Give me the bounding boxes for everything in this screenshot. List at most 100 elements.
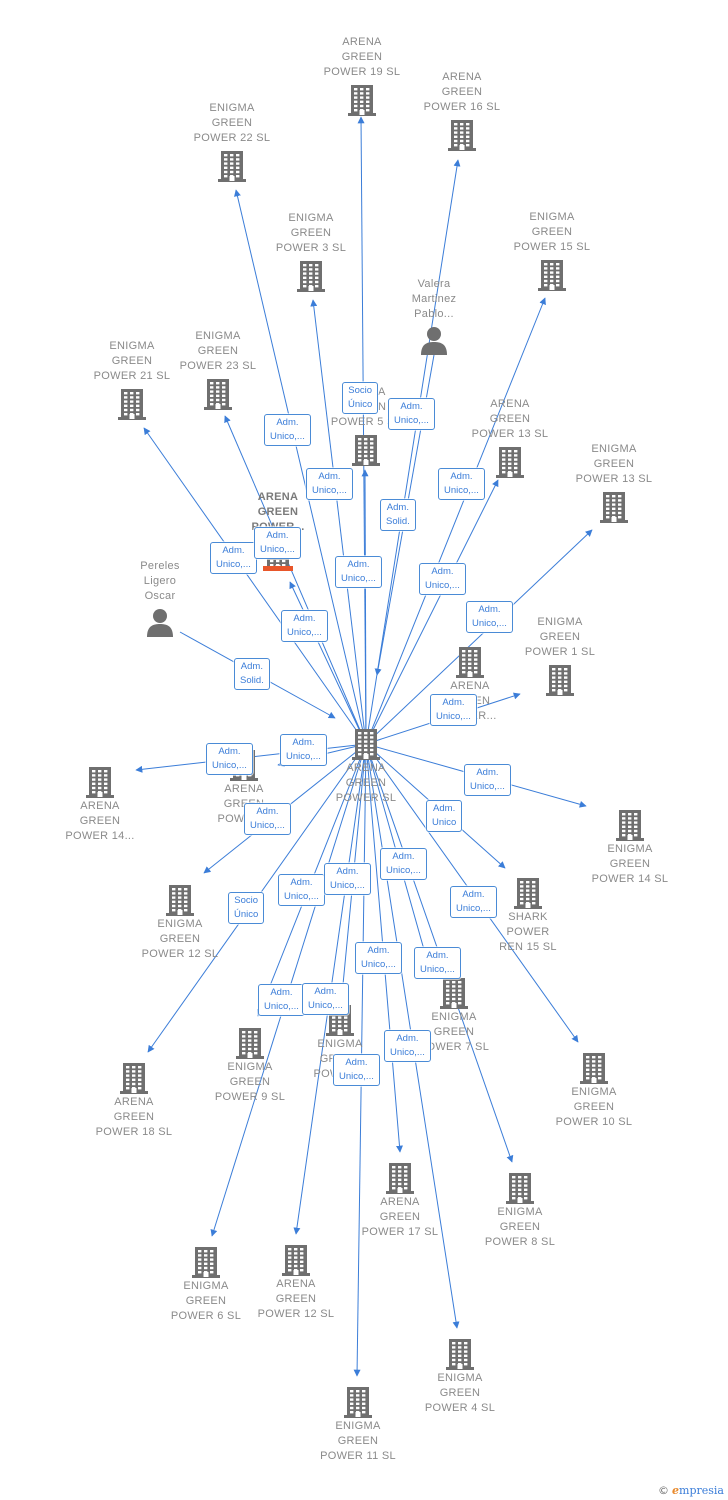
node-label: ARENA GREEN POWER 19 SL [323, 36, 401, 78]
node-label: Pereles Ligero Oscar [140, 560, 180, 602]
edge-label-eg15[interactable]: Adm. Unico,... [438, 468, 485, 500]
company-node-eg10[interactable]: ENIGMA GREEN POWER 10 SL [539, 1048, 649, 1130]
edge-center-ag5 [361, 469, 369, 745]
edge-label-center[interactable]: Adm. Solid. [380, 499, 416, 531]
building-icon [204, 379, 232, 410]
edge-center-agp [289, 581, 367, 745]
company-node-ag18[interactable]: ARENA GREEN POWER 18 SL [79, 1058, 189, 1140]
edge-label-eg22[interactable]: Adm. Unico,... [264, 414, 311, 446]
edge-label-ag16[interactable]: Adm. Unico,... [388, 398, 435, 430]
node-label: Valera Martinez Pablo... [411, 278, 457, 320]
company-node-ag13[interactable]: ARENA GREEN POWER 13 SL [455, 397, 565, 479]
edge-label-eg10[interactable]: Adm. Unico,... [450, 886, 497, 918]
building-icon [386, 1163, 414, 1194]
company-node-ag19[interactable]: ARENA GREEN POWER 19 SL [307, 35, 417, 117]
company-node-eg8[interactable]: ENIGMA GREEN POWER 8 SL [465, 1168, 575, 1250]
company-node-eg4[interactable]: ENIGMA GREEN POWER 4 SL [405, 1334, 515, 1416]
company-node-eg23[interactable]: ENIGMA GREEN POWER 23 SL [163, 329, 273, 411]
company-node-shark[interactable]: SHARK POWER REN 15 SL [473, 873, 583, 955]
edge-label-eg_c[interactable]: Adm. Unico,... [324, 863, 371, 895]
company-node-ag14[interactable]: ARENA GREEN POWER 14... [45, 762, 155, 844]
building-icon [538, 260, 566, 291]
edge-label-ag13[interactable]: Adm. Unico,... [419, 563, 466, 595]
company-node-eg13[interactable]: ENIGMA GREEN POWER 13 SL [559, 442, 669, 524]
edge-label-agp[interactable]: Adm. Unico,... [281, 610, 328, 642]
company-node-eg14[interactable]: ENIGMA GREEN POWER 14 SL [575, 805, 685, 887]
building-icon [600, 492, 628, 523]
building-icon [120, 1063, 148, 1094]
building-icon [616, 810, 644, 841]
edge-label-ag14[interactable]: Adm. Unico,... [206, 743, 253, 775]
company-node-ag16[interactable]: ARENA GREEN POWER 16 SL [407, 70, 517, 152]
node-label: ENIGMA GREEN POWER 6 SL [170, 1280, 242, 1322]
company-node-eg6[interactable]: ENIGMA GREEN POWER 6 SL [151, 1242, 261, 1324]
company-node-eg15[interactable]: ENIGMA GREEN POWER 15 SL [497, 210, 607, 292]
edge-center-eg23 [224, 415, 367, 745]
company-node-eg12[interactable]: ENIGMA GREEN POWER 12 SL [125, 880, 235, 962]
building-icon [297, 261, 325, 292]
node-label: ENIGMA GREEN POWER 13 SL [575, 443, 653, 485]
building-icon [86, 767, 114, 798]
edge-label-eg21[interactable]: Adm. Unico,... [210, 542, 257, 574]
node-label: ENIGMA GREEN POWER 23 SL [179, 330, 257, 372]
node-label: ENIGMA GREEN POWER 22 SL [193, 102, 271, 144]
edge-label-ag5[interactable]: Adm. Unico,... [335, 556, 382, 588]
company-node-eg21[interactable]: ENIGMA GREEN POWER 21 SL [77, 339, 187, 421]
edge-label-ag17[interactable]: Adm. Unico,... [355, 942, 402, 974]
edge-label-eg13[interactable]: Adm. Unico,... [466, 601, 513, 633]
node-label: ENIGMA GREEN POWER 21 SL [93, 340, 171, 382]
building-icon [282, 1245, 310, 1276]
company-node-eg1[interactable]: ENIGMA GREEN POWER 1 SL [505, 615, 615, 697]
node-label: ARENA GREEN POWER 13 SL [471, 398, 549, 440]
edge-label-eg6[interactable]: Adm. Unico,... [258, 984, 305, 1016]
node-label: ENIGMA GREEN POWER 10 SL [555, 1086, 633, 1128]
node-label: ENIGMA GREEN POWER 4 SL [424, 1372, 496, 1414]
edge-label-eg7[interactable]: Adm. Unico,... [380, 848, 427, 880]
company-node-center[interactable]: ARENA GREEN POWER SL [311, 724, 421, 806]
company-node-eg11[interactable]: ENIGMA GREEN POWER 11 SL [303, 1382, 413, 1464]
edge-label-eg1[interactable]: Adm. Unico,... [430, 694, 477, 726]
edge-center-eg15 [365, 297, 546, 745]
node-label: ENIGMA GREEN POWER 3 SL [275, 212, 347, 254]
building-icon [344, 1387, 372, 1418]
edge-label-ag19[interactable]: Socio Único [342, 382, 379, 414]
edge-label-ag_l[interactable]: Adm. Unico,... [280, 734, 327, 766]
edge-label-eg8[interactable]: Adm. Unico,... [414, 947, 461, 979]
edge-label-eg14[interactable]: Adm. Unico,... [464, 764, 511, 796]
node-label: ENIGMA GREEN POWER 12 SL [141, 918, 219, 960]
person-node-pereles[interactable]: Pereles Ligero Oscar [105, 559, 215, 637]
company-node-ag17[interactable]: ARENA GREEN POWER 17 SL [345, 1158, 455, 1240]
node-label: ARENA GREEN POWER SL [335, 762, 397, 804]
empresia-brand[interactable]: ©empresia [658, 1484, 724, 1497]
company-node-eg3[interactable]: ENIGMA GREEN POWER 3 SL [256, 211, 366, 293]
node-label: ARENA GREEN POWER 14... [65, 800, 135, 842]
edge-label-eg23[interactable]: Adm. Unico,... [254, 527, 301, 559]
building-icon [118, 389, 146, 420]
node-label: ENIGMA GREEN POWER 14 SL [591, 843, 669, 885]
edge-label-eg4[interactable]: Adm. Unico,... [384, 1030, 431, 1062]
building-icon [506, 1173, 534, 1204]
edge-label-center[interactable]: Adm. Solid. [234, 658, 270, 690]
edge-label-ag18[interactable]: Socio Único [228, 892, 265, 924]
person-node-valera[interactable]: Valera Martinez Pablo... [379, 277, 489, 355]
edge-label-eg11[interactable]: Adm. Unico,... [333, 1054, 380, 1086]
edge-center-eg3 [310, 299, 367, 745]
building-icon [352, 729, 380, 760]
edge-label-eg12[interactable]: Adm. Unico,... [244, 803, 291, 835]
building-icon [514, 878, 542, 909]
node-label: ARENA GREEN POWER 17 SL [361, 1196, 439, 1238]
building-icon [218, 151, 246, 182]
node-label: ARENA GREEN POWER 12 SL [257, 1278, 335, 1320]
company-node-eg22[interactable]: ENIGMA GREEN POWER 22 SL [177, 101, 287, 183]
brand-logo-initial: e [672, 1484, 680, 1497]
edge-label-shark[interactable]: Adm. Unico [426, 800, 463, 832]
edge-label-ag12[interactable]: Adm. Unico,... [302, 983, 349, 1015]
edge-label-eg9[interactable]: Adm. Unico,... [278, 874, 325, 906]
building-icon [456, 647, 484, 678]
edge-label-eg3[interactable]: Adm. Unico,... [306, 468, 353, 500]
company-node-ag12[interactable]: ARENA GREEN POWER 12 SL [241, 1240, 351, 1322]
edge-center-eg22 [234, 189, 367, 745]
node-label: ENIGMA GREEN POWER 8 SL [484, 1206, 556, 1248]
node-label: SHARK POWER REN 15 SL [499, 911, 557, 953]
company-node-eg9[interactable]: ENIGMA GREEN POWER 9 SL [195, 1023, 305, 1105]
